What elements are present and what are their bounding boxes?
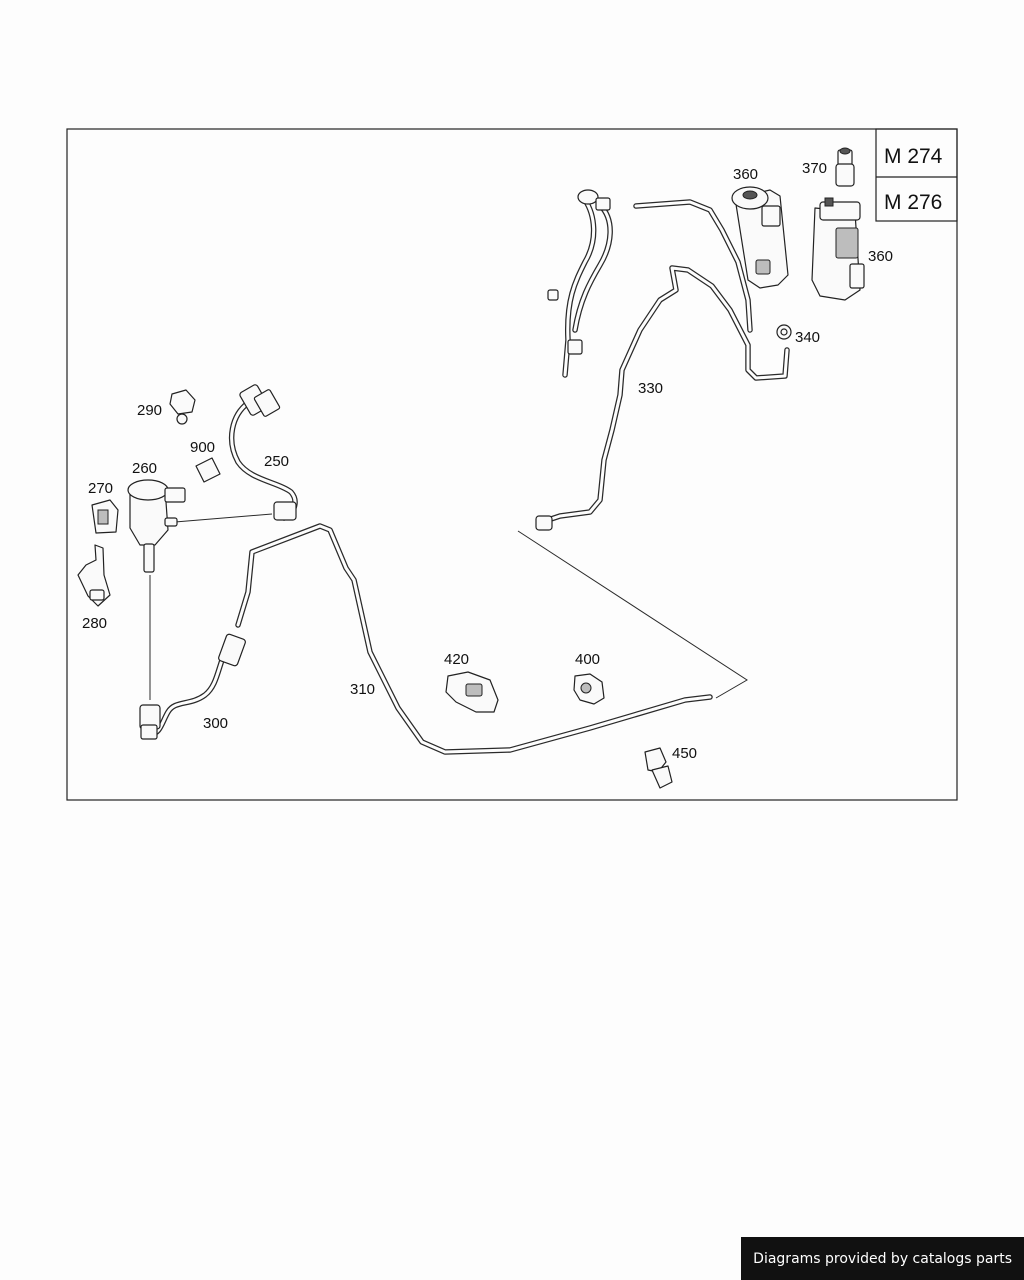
hose-300 bbox=[139, 633, 246, 740]
part-270 bbox=[91, 499, 119, 534]
part-420 bbox=[445, 671, 499, 713]
leader-lines bbox=[149, 513, 748, 700]
callout-260: 260 bbox=[132, 460, 157, 477]
engine-label-m276: M 276 bbox=[884, 191, 942, 214]
canister-360-a bbox=[731, 186, 789, 289]
part-450 bbox=[644, 747, 673, 789]
part-370 bbox=[835, 147, 855, 187]
callout-290: 290 bbox=[137, 402, 162, 419]
pipe-330 bbox=[535, 199, 790, 531]
part-290 bbox=[169, 389, 196, 425]
part-400 bbox=[573, 673, 605, 705]
canister-360-b bbox=[811, 197, 865, 301]
callout-400: 400 bbox=[575, 651, 600, 668]
pipe-310 bbox=[235, 523, 713, 755]
engine-variant-box: M 274 M 276 bbox=[875, 128, 958, 222]
diagram-frame bbox=[66, 128, 958, 801]
callout-270: 270 bbox=[88, 480, 113, 497]
part-340 bbox=[776, 324, 792, 340]
callout-310: 310 bbox=[350, 681, 375, 698]
callout-330: 330 bbox=[638, 380, 663, 397]
part-260 bbox=[127, 479, 186, 573]
callout-900: 900 bbox=[190, 439, 215, 456]
callout-280: 280 bbox=[82, 615, 107, 632]
part-280 bbox=[77, 544, 111, 607]
callout-420: 420 bbox=[444, 651, 469, 668]
engine-label-m274: M 274 bbox=[884, 145, 943, 168]
callout-360-b: 360 bbox=[868, 248, 893, 265]
hose-250 bbox=[228, 384, 298, 521]
callout-370: 370 bbox=[802, 160, 827, 177]
callout-250: 250 bbox=[264, 453, 289, 470]
callout-450: 450 bbox=[672, 745, 697, 762]
callout-labels: 250 260 270 280 290 300 310 330 340 360 … bbox=[82, 160, 893, 762]
filler-hose bbox=[547, 189, 613, 378]
credit-badge: Diagrams provided by catalogs parts bbox=[741, 1237, 1024, 1280]
callout-340: 340 bbox=[795, 329, 820, 346]
callout-300: 300 bbox=[203, 715, 228, 732]
callout-360-a: 360 bbox=[733, 166, 758, 183]
part-900 bbox=[195, 457, 221, 483]
